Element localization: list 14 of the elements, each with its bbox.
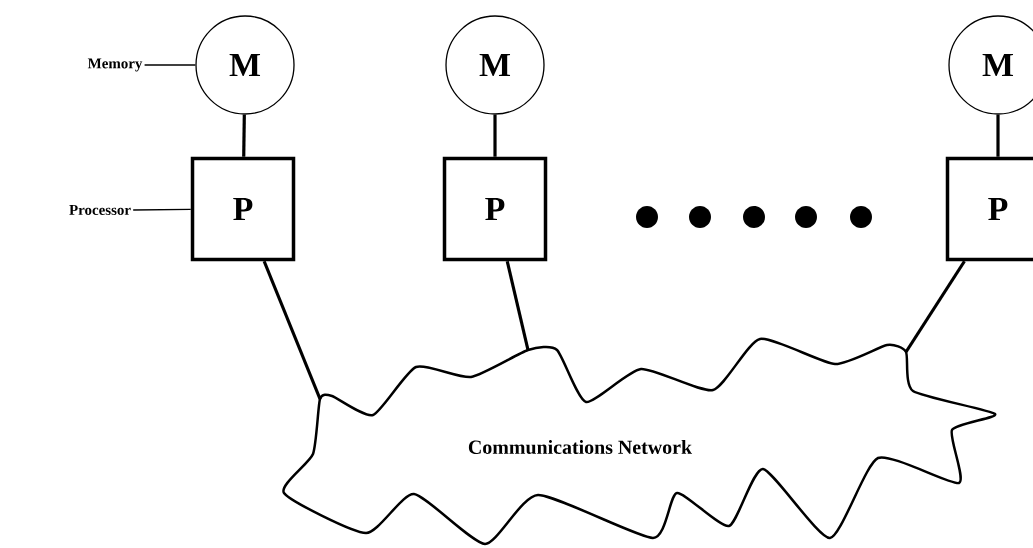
processor-box: P [190,156,296,262]
connector-line [996,114,1000,157]
connector-line [262,260,322,400]
leader-line [132,208,192,211]
connector-line [505,260,530,351]
connector-line [904,260,966,353]
label: Memory [87,58,143,72]
leader-line [143,64,196,66]
network-cloud: Communications Network [282,337,997,546]
label: Processor [69,205,131,215]
connector-line [242,114,246,157]
connector-line [493,114,497,157]
processor-box: P [442,156,548,262]
processor-box: P [945,156,1033,262]
